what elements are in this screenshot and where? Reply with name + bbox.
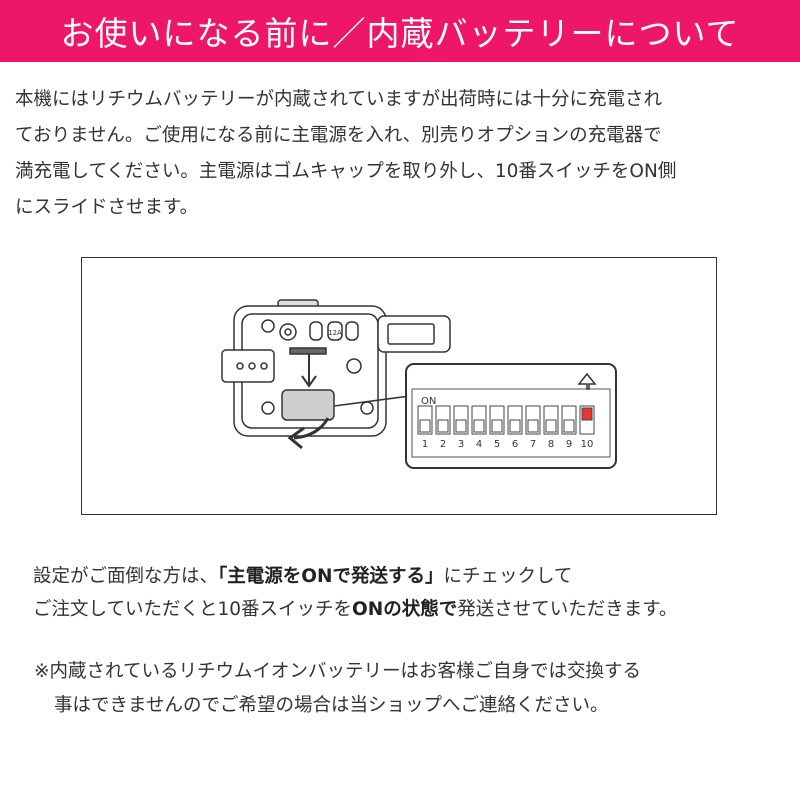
- setting-note-text: 発送させていただきます。: [457, 599, 678, 620]
- caution-note: ※内蔵されているリチウムイオンバッテリーはお客様ご自身では交換する 事はできませ…: [34, 655, 780, 723]
- on-state-highlight: ONの状態で: [352, 599, 458, 620]
- caution-line: 事はできませんのでご希望の場合は当ショップへご連絡ください。: [54, 695, 609, 716]
- dip-switch-knob-7: [527, 419, 539, 433]
- dip-switch-knob-3: [455, 419, 467, 433]
- intro-line: 本機にはリチウムバッテリーが内蔵されていますが出荷時には十分に充電され: [15, 89, 662, 110]
- device-button-label: 12A: [328, 329, 342, 337]
- dip-switch-knob-2: [437, 419, 449, 433]
- intro-paragraph: 本機にはリチウムバッテリーが内蔵されていますが出荷時には十分に充電され ておりま…: [15, 82, 795, 226]
- page-title: お使いになる前に／内蔵バッテリーについて: [60, 14, 740, 53]
- dip-switch-knob-1: [419, 419, 431, 433]
- dip-on-label: ON: [421, 396, 436, 407]
- dip-switch-array: 1 2 3 4 5 6 7 8 9 10: [417, 405, 595, 450]
- intro-line: 満充電してください。主電源はゴムキャップを取り外し、10番スイッチをON側: [15, 161, 677, 182]
- dip-switch-knob-5: [491, 419, 503, 433]
- down-arrow-icon: [301, 354, 317, 388]
- dip-switch-knob-6: [509, 419, 521, 433]
- dip-switch-number: 9: [566, 439, 572, 450]
- dip-switch-knob-9: [563, 419, 575, 433]
- intro-line: ておりません。ご使用になる前に主電源を入れ、別売りオプションの充電器で: [15, 125, 662, 146]
- curved-arrow-icon: [287, 417, 330, 450]
- dip-switch-number: 5: [494, 439, 500, 450]
- dip-switch-number: 6: [512, 439, 518, 450]
- battery-switch-figure: 12A ON 1 2 3 4 5 6 7 8 9 10: [81, 257, 717, 515]
- setting-note-text: にチェックして: [443, 566, 573, 587]
- dip-switch-number: 1: [422, 439, 428, 450]
- up-arrow-icon: [577, 372, 597, 390]
- dip-switch-knob-4: [473, 419, 485, 433]
- dip-switch-knob-10: [581, 407, 593, 421]
- setting-option-highlight: 「主電源をONで発送する」: [218, 566, 444, 587]
- header-banner: お使いになる前に／内蔵バッテリーについて: [0, 0, 800, 62]
- device-illustration-icon: 12A ON 1 2 3 4 5 6 7 8 9 10: [221, 299, 617, 469]
- dip-switch-number: 3: [458, 439, 464, 450]
- dip-switch-knob-8: [545, 419, 557, 433]
- intro-line: にスライドさせます。: [15, 197, 199, 218]
- caution-line: ※内蔵されているリチウムイオンバッテリーはお客様ご自身では交換する: [34, 661, 641, 682]
- dip-switch-number: 8: [548, 439, 554, 450]
- setting-note-text: 設定がご面倒な方は、: [33, 566, 219, 587]
- setting-note-text: ご注文していただくと10番スイッチを: [33, 599, 352, 620]
- dip-switch-number: 10: [581, 439, 594, 450]
- dip-switch-number: 2: [440, 439, 446, 450]
- dip-switch-number: 4: [476, 439, 482, 450]
- setting-note: 設定がご面倒な方は、「主電源をONで発送する」にチェックして ご注文していただく…: [33, 560, 793, 626]
- dip-switch-number: 7: [530, 439, 536, 450]
